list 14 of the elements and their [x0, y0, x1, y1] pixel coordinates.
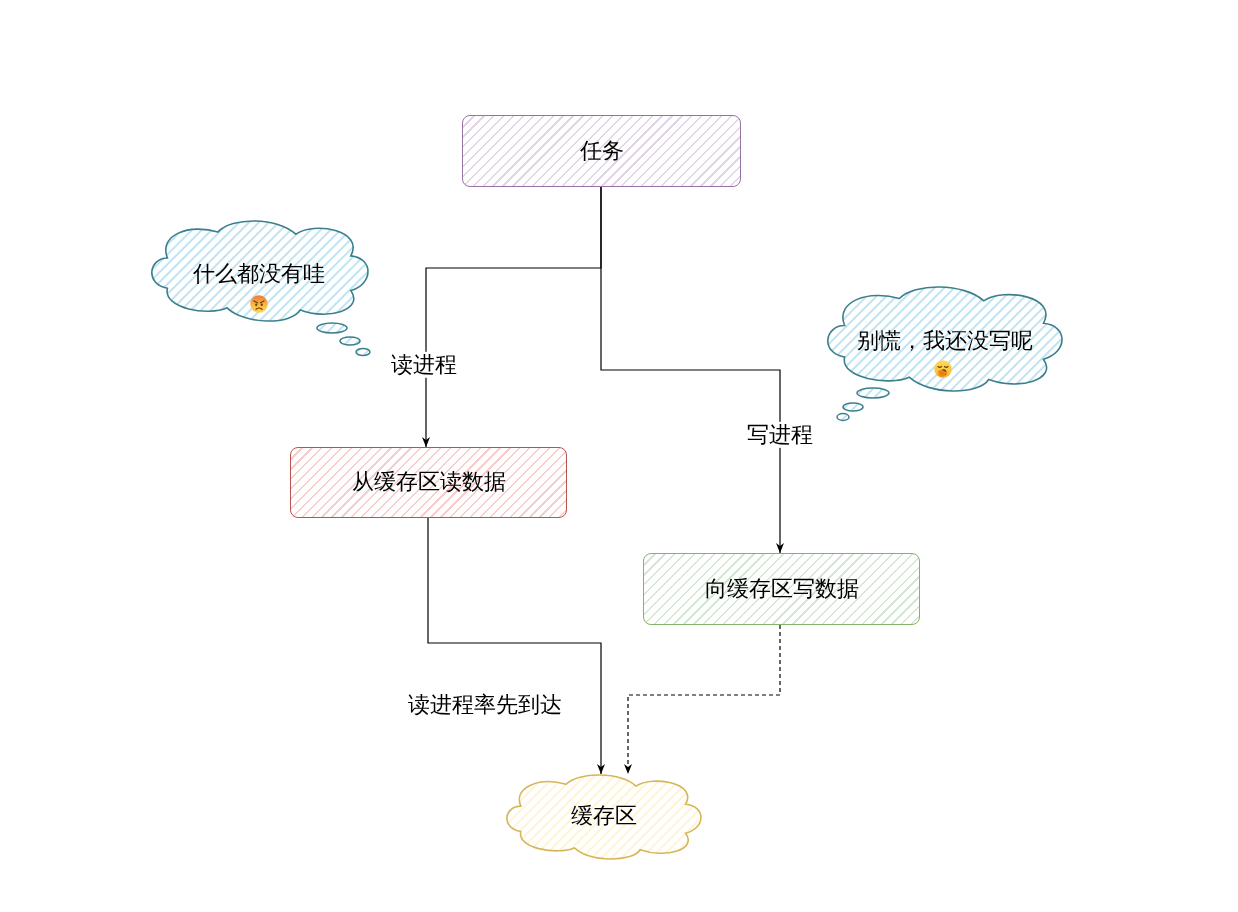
- process-box: 任务: [462, 115, 741, 187]
- thought-bubble: [150, 221, 372, 358]
- arrow: [427, 517, 605, 775]
- bubble-text: 什么都没有哇: [193, 260, 325, 288]
- process-box: 从缓存区读数据: [290, 447, 567, 518]
- thought-bubble: [826, 286, 1064, 423]
- edge-label: 写进程: [745, 421, 815, 449]
- process-box: 向缓存区写数据: [643, 553, 920, 625]
- arrow: [600, 186, 784, 554]
- cloud-shape: 缓存区: [506, 774, 702, 860]
- arrow: [624, 624, 781, 775]
- edge-label: 读进程: [389, 351, 459, 379]
- edge-label: 读进程率先到达: [406, 691, 564, 719]
- bubble-text: 别慌，我还没写呢: [857, 327, 1033, 355]
